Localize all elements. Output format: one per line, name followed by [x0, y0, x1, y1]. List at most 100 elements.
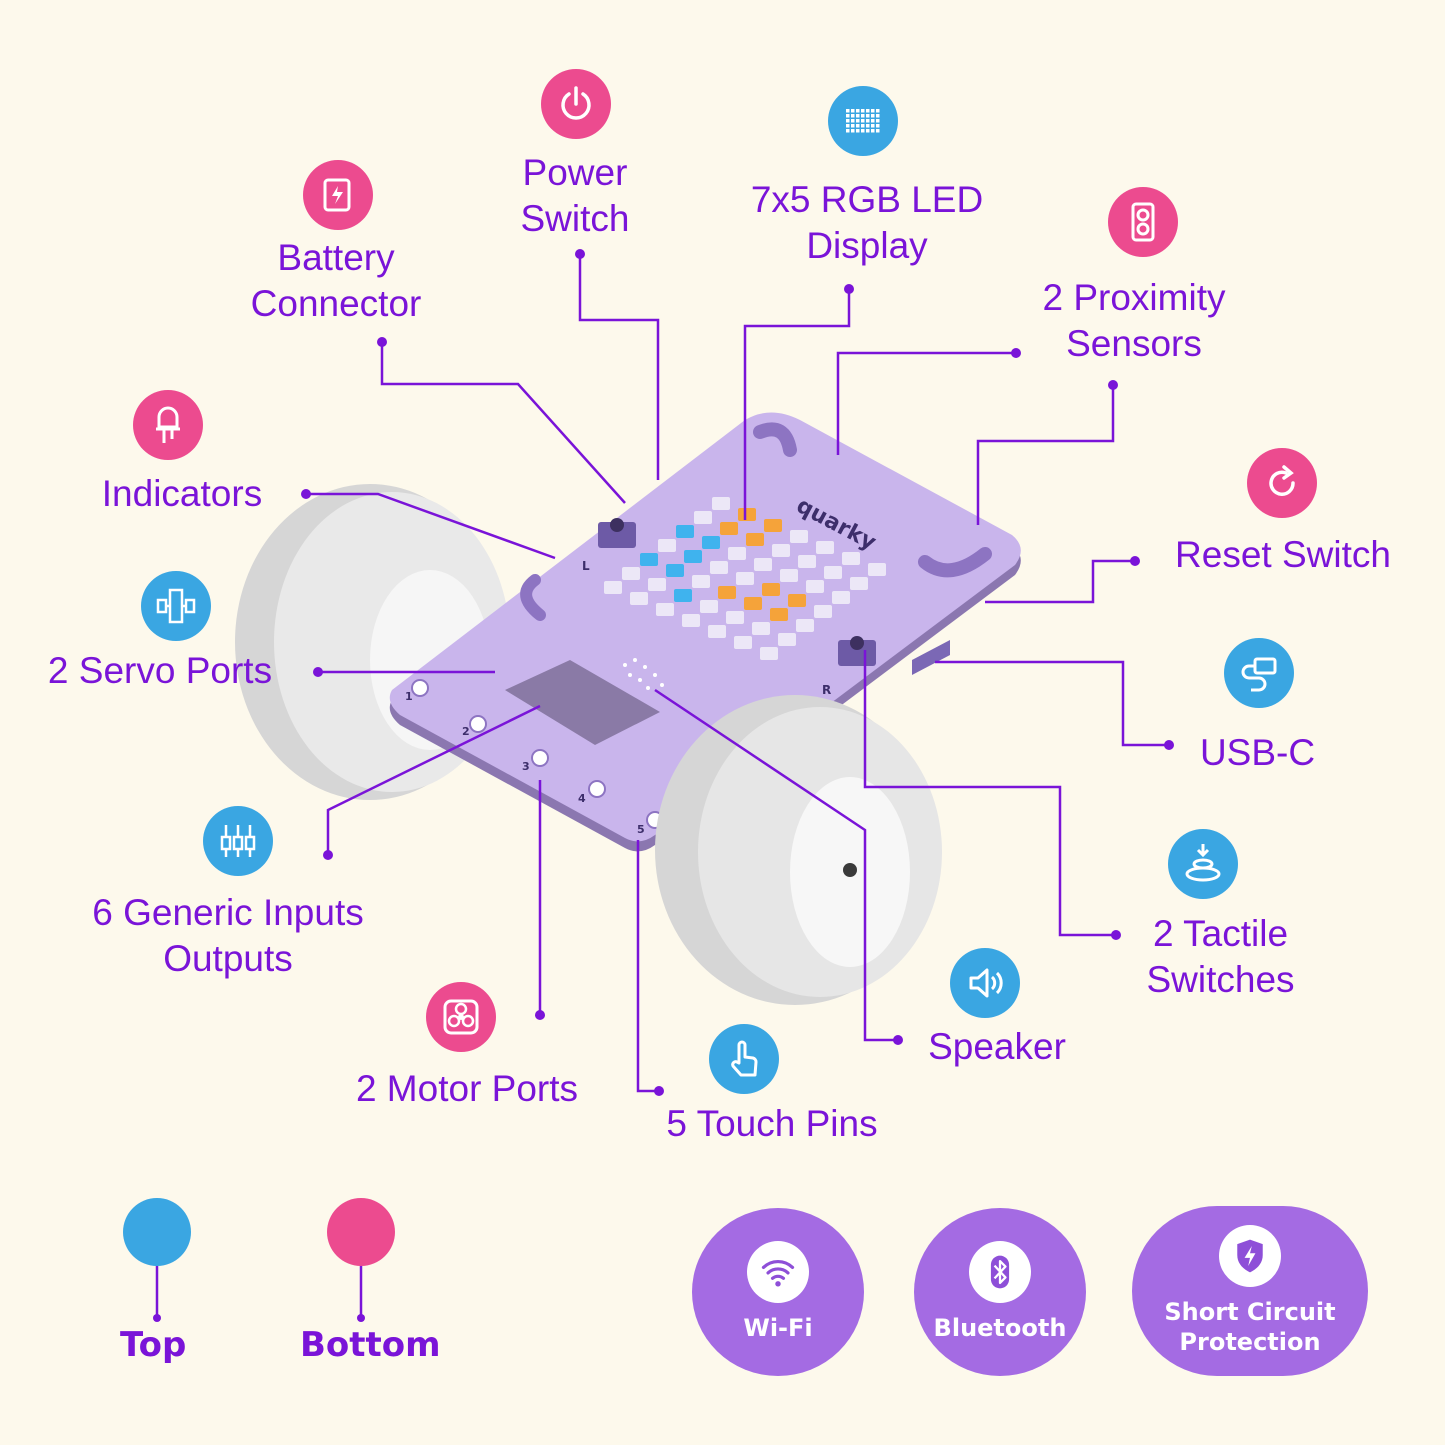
- led-cell: [754, 558, 772, 571]
- led-icon-dot: [861, 124, 865, 128]
- led-cell: [674, 589, 692, 602]
- wifi-label: Wi-Fi: [743, 1314, 813, 1342]
- led-icon-dot: [871, 129, 875, 133]
- led-display-icon: [828, 86, 898, 156]
- led-icon-dot: [876, 114, 880, 118]
- led-cell: [746, 533, 764, 546]
- bluetooth-label: Bluetooth: [933, 1314, 1067, 1342]
- led-cell: [780, 569, 798, 582]
- led-cell: [734, 636, 752, 649]
- left-tactile-button: [598, 522, 636, 548]
- led-cell: [718, 586, 736, 599]
- generic-io-icon: [203, 806, 273, 876]
- led-icon-dot: [846, 119, 850, 123]
- side-label-left: L: [582, 559, 590, 573]
- side-label-right: R: [822, 683, 831, 697]
- led-cell: [726, 611, 744, 624]
- bluetooth-badge: Bluetooth: [914, 1208, 1086, 1376]
- led-cell: [868, 563, 886, 576]
- led-icon-dot: [866, 114, 870, 118]
- led-icon-dot: [866, 119, 870, 123]
- led-icon-dot: [846, 129, 850, 133]
- led-cell: [744, 597, 762, 610]
- led-icon-dot: [851, 114, 855, 118]
- reset-switch-label: Reset Switch: [1175, 534, 1391, 575]
- servo-ports-label: 2 Servo Ports: [47, 650, 273, 691]
- bluetooth-icon: [969, 1241, 1031, 1303]
- led-cell: [850, 577, 868, 590]
- led-cell: [816, 541, 834, 554]
- led-icon-dot: [876, 119, 880, 123]
- tactile-switch-icon: [1168, 829, 1238, 899]
- led-icon-dot: [846, 114, 850, 118]
- led-icon-dot: [856, 129, 860, 133]
- led-icon-dot: [846, 124, 850, 128]
- right-tactile-button: [838, 640, 876, 666]
- led-cell: [738, 508, 756, 521]
- led-cell: [824, 566, 842, 579]
- speaker-icon: [950, 948, 1020, 1018]
- led-icon-dot: [871, 109, 875, 113]
- pin-label-4: 4: [578, 792, 586, 805]
- led-cell: [682, 614, 700, 627]
- led-cell: [720, 522, 738, 535]
- led-cell: [708, 625, 726, 638]
- led-icon-dot: [851, 109, 855, 113]
- led-cell: [736, 572, 754, 585]
- led-cell: [772, 544, 790, 557]
- led-cell: [656, 603, 674, 616]
- touch-pin-icon: [709, 1024, 779, 1094]
- reset-icon: [1247, 448, 1317, 518]
- led-cell: [796, 619, 814, 632]
- led-icon-dot: [861, 119, 865, 123]
- led-matrix: [604, 497, 886, 660]
- legend-bottom-label: Bottom: [300, 1325, 441, 1365]
- legend-bottom-dot: [327, 1198, 395, 1266]
- led-cell: [712, 497, 730, 510]
- wifi-badge: Wi-Fi: [692, 1208, 864, 1376]
- led-icon-dot: [861, 109, 865, 113]
- led-icon-dot: [876, 124, 880, 128]
- led-cell: [770, 608, 788, 621]
- indicator-led-icon: [133, 390, 203, 460]
- led-icon-dot: [851, 119, 855, 123]
- led-icon-dot: [866, 109, 870, 113]
- led-icon-dot: [871, 114, 875, 118]
- leader-dots: [153, 249, 1174, 1322]
- led-cell: [694, 511, 712, 524]
- led-icon-dot: [866, 129, 870, 133]
- proximity-sensor-icon: [1108, 187, 1178, 257]
- legend-top-label: Top: [120, 1325, 187, 1365]
- motor-port-icon: [426, 982, 496, 1052]
- led-icon-dot: [851, 129, 855, 133]
- battery-connector-icon: [303, 160, 373, 230]
- led-cell: [788, 594, 806, 607]
- led-cell: [684, 550, 702, 563]
- led-cell: [764, 519, 782, 532]
- led-cell: [648, 578, 666, 591]
- indicators-label: Indicators: [101, 473, 263, 514]
- led-icon-dot: [856, 119, 860, 123]
- led-cell: [832, 591, 850, 604]
- usb-c-label: USB-C: [1199, 732, 1316, 773]
- led-cell: [700, 600, 718, 613]
- led-icon-dot: [856, 124, 860, 128]
- led-cell: [640, 553, 658, 566]
- led-cell: [604, 581, 622, 594]
- led-icon-dot: [876, 109, 880, 113]
- led-icon-dot: [866, 124, 870, 128]
- usb-c-port: [912, 640, 950, 675]
- led-icon-dot: [856, 114, 860, 118]
- led-cell: [760, 647, 778, 660]
- legend-lines: [155, 1262, 363, 1318]
- led-cell: [798, 555, 816, 568]
- led-cell: [666, 564, 684, 577]
- led-cell: [658, 539, 676, 552]
- led-icon-dot: [871, 124, 875, 128]
